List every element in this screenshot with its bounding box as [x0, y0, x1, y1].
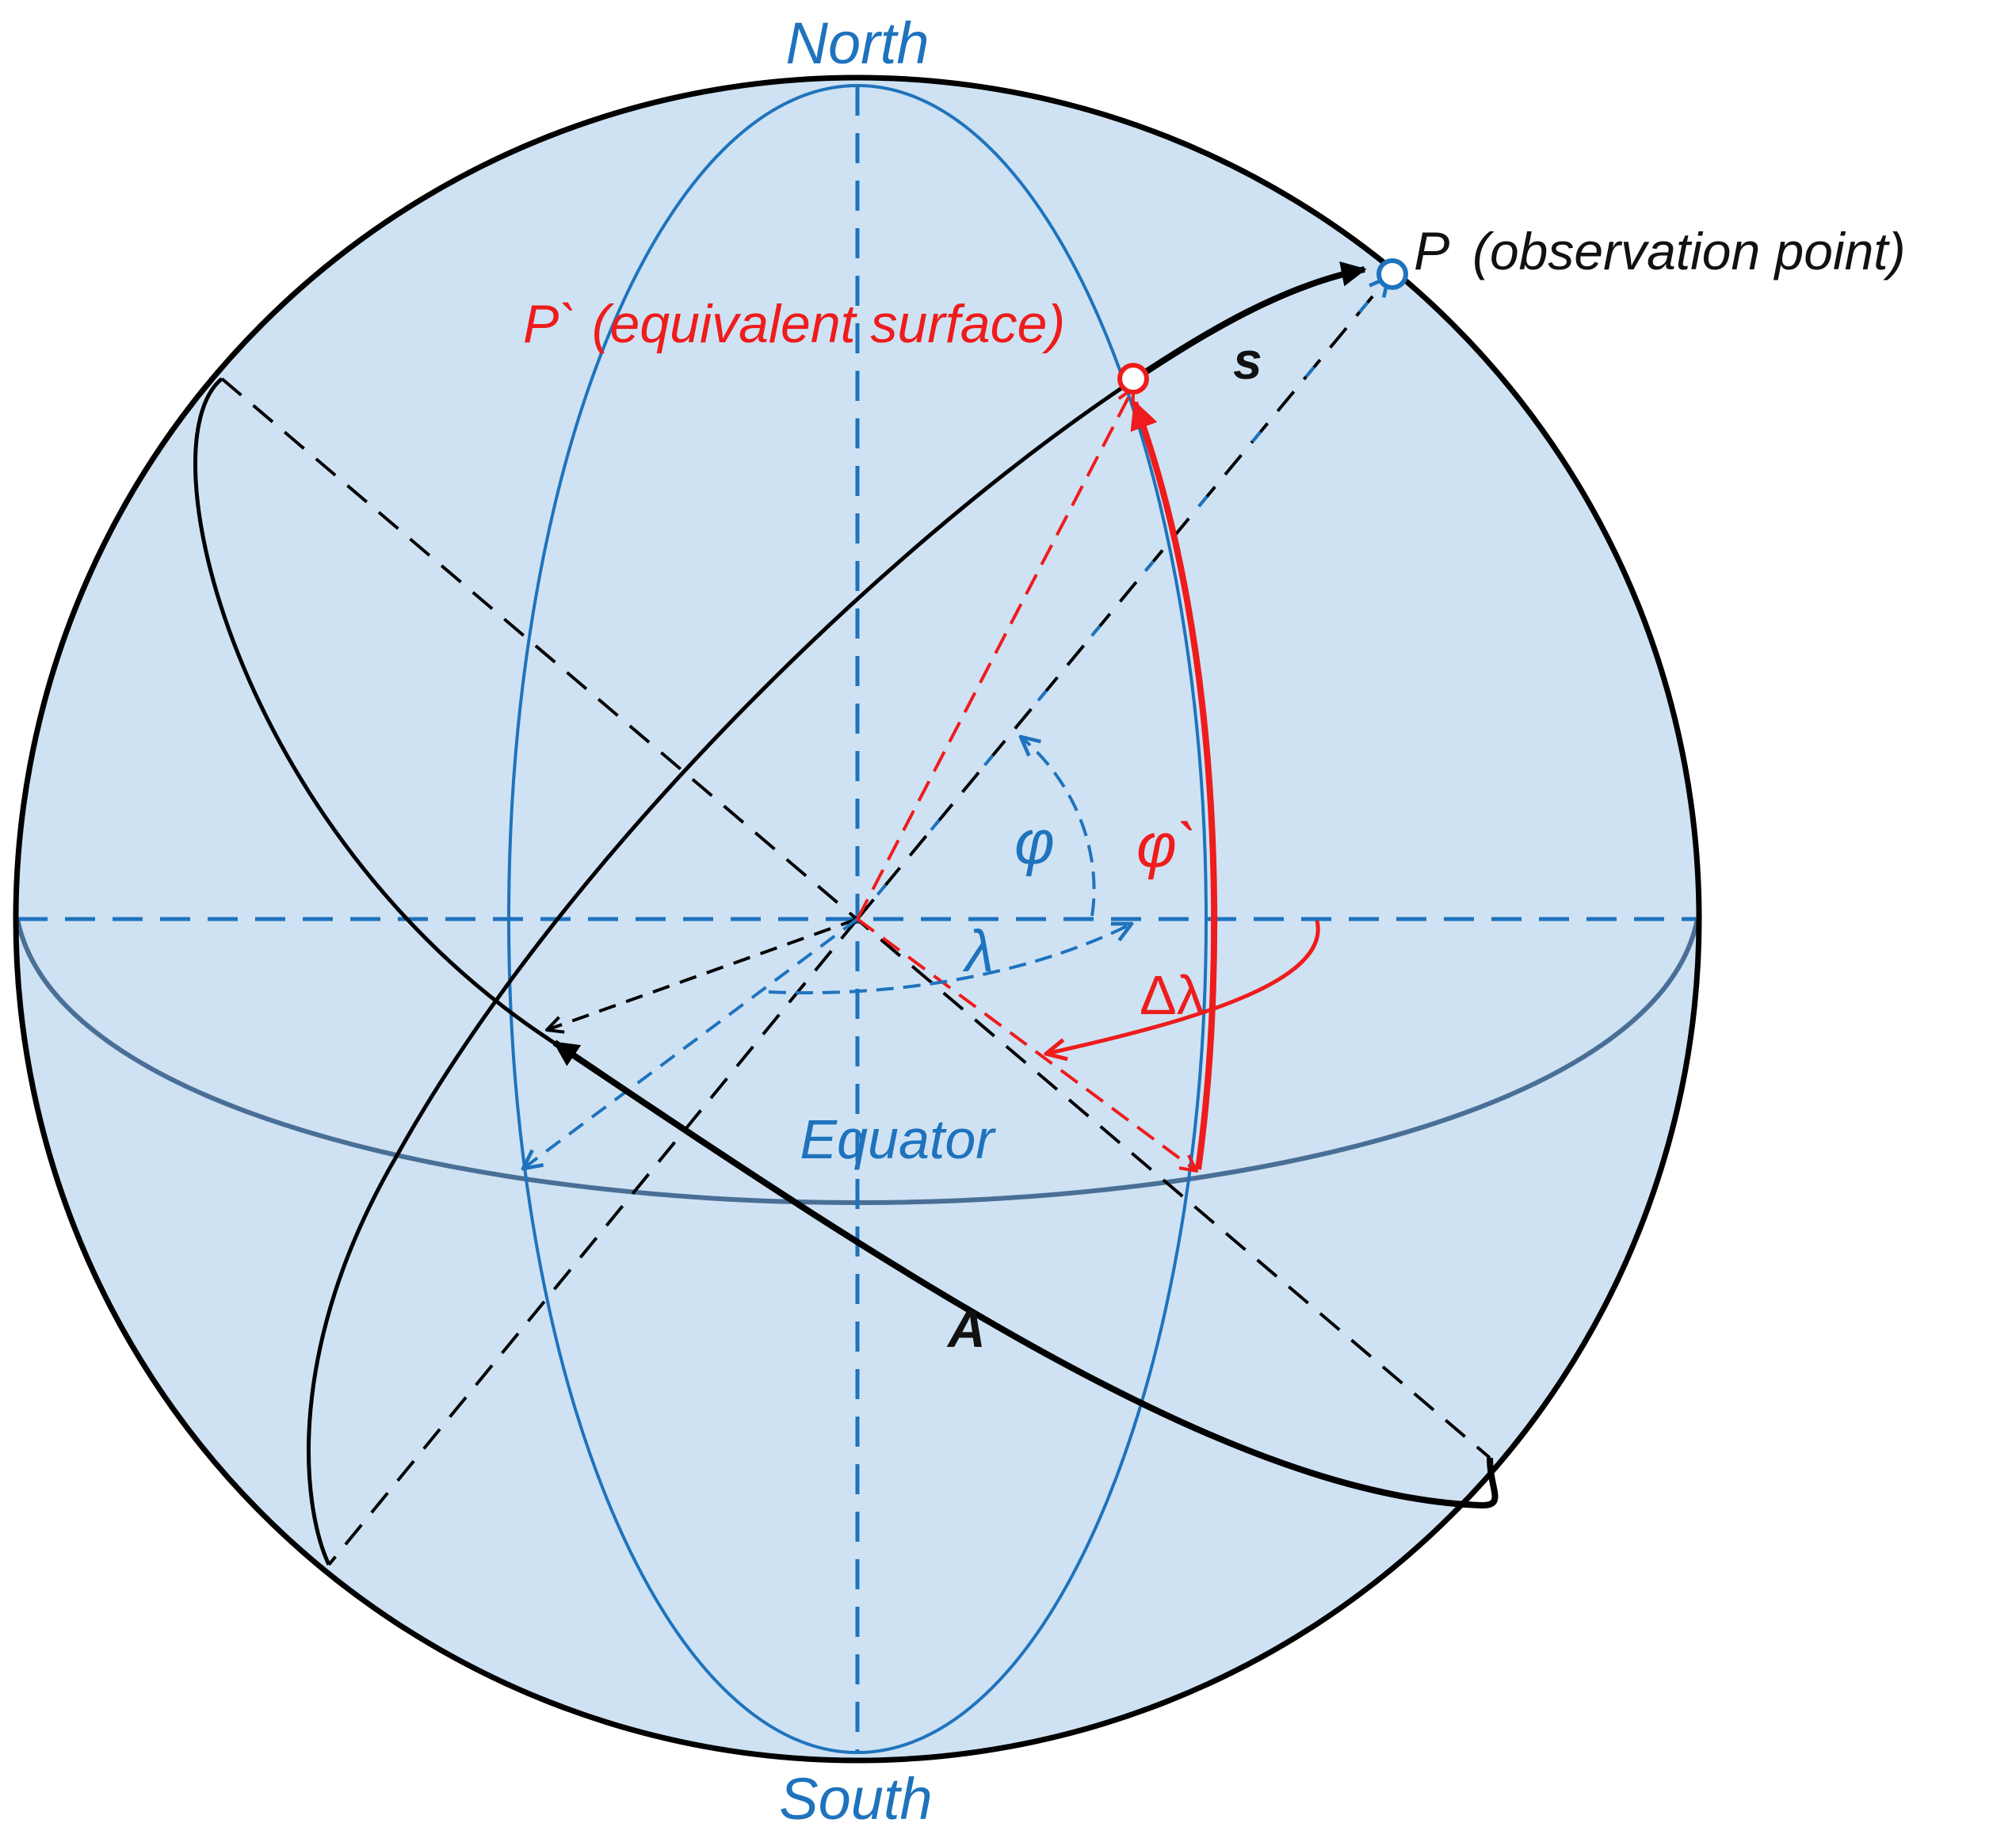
point-p-prime-marker: [1117, 363, 1149, 395]
equator-label: Equator: [800, 1108, 996, 1170]
arc-a-label: A: [946, 1299, 986, 1358]
equivalent-point-label: P` (equivalent surface): [523, 294, 1065, 354]
arc-delta-lambda: [1046, 920, 1320, 1054]
south-label: South: [779, 1766, 932, 1832]
phi-label: φ: [1014, 807, 1055, 877]
radius-arrow-equator-right: [856, 917, 1197, 1171]
arc-lambda: [768, 924, 1132, 995]
dashed-diameter-2: [327, 917, 859, 1566]
delta-lambda-label: Δλ: [1140, 964, 1205, 1026]
arc-s-label: s: [1233, 331, 1262, 390]
lambda-label: λ: [962, 918, 994, 984]
observation-point-note: (observation point): [1472, 222, 1906, 280]
observation-point-symbol: P: [1414, 221, 1449, 281]
radius-arrow-equator-left: [523, 917, 859, 1169]
arc-phi: [1021, 737, 1096, 917]
arc-s: [1131, 261, 1367, 383]
great-circle-lower: [307, 378, 1135, 1566]
sphere-outline: [13, 74, 1702, 1764]
north-label: North: [786, 10, 930, 76]
arc-phi-prime: [1130, 400, 1218, 1170]
radius-to-p: [856, 276, 1390, 921]
phi-prime-label: φ`: [1136, 810, 1197, 880]
arc-a: [552, 1039, 1499, 1509]
point-p-marker: [1376, 258, 1408, 290]
